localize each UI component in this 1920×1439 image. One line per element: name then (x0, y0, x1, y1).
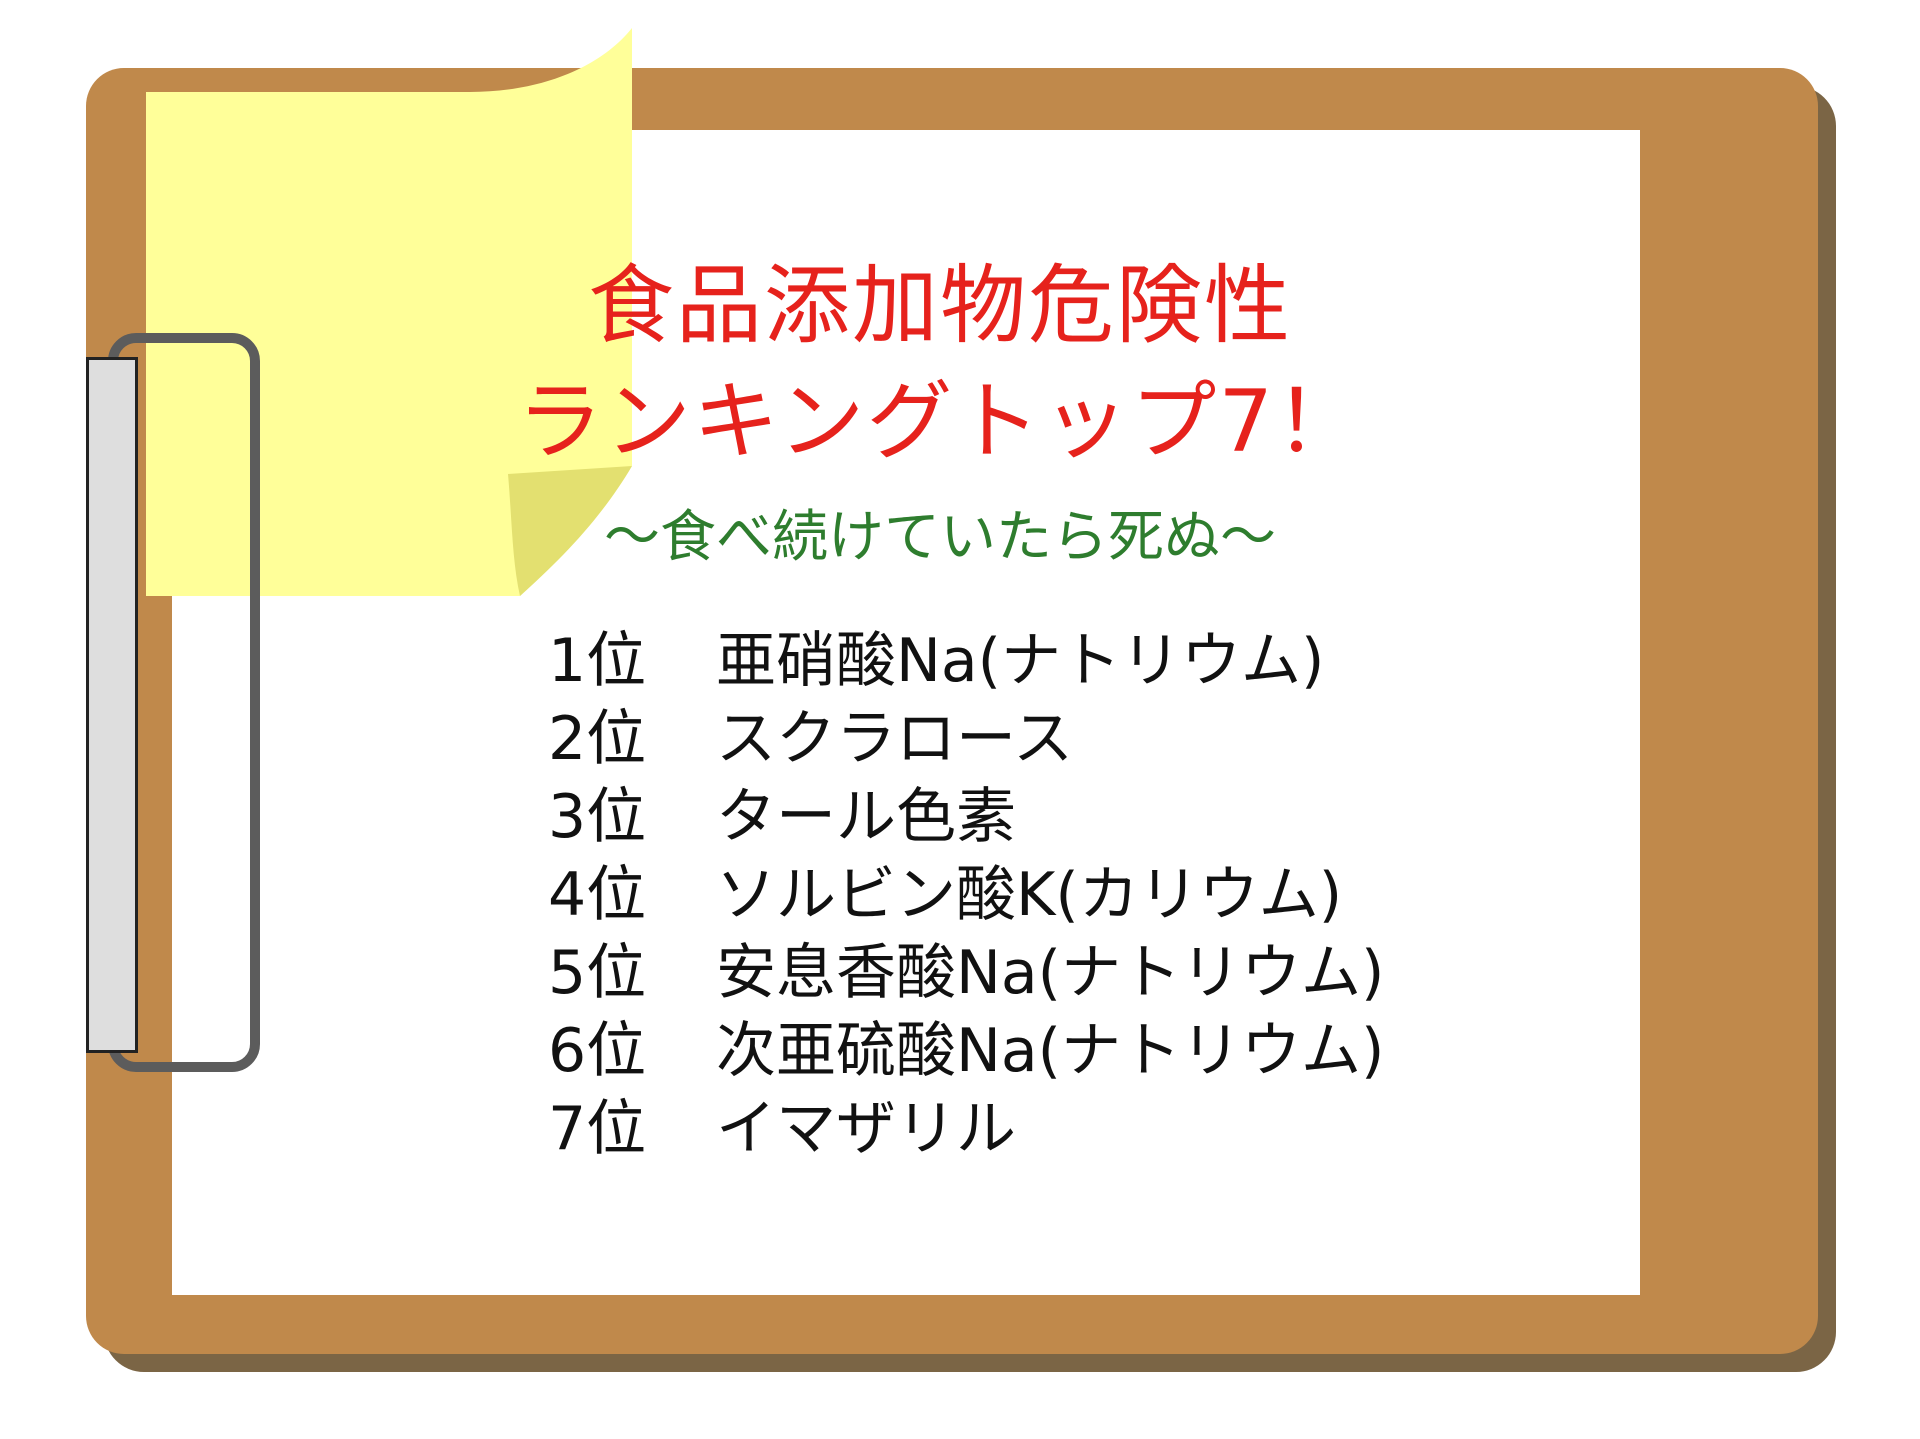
rank-position: 7位 (548, 1094, 647, 1164)
rank-position: 6位 (548, 1016, 647, 1086)
rank-position: 2位 (548, 704, 647, 774)
ranking-item: 7位 イマザリル (548, 1090, 1384, 1168)
additive-name: ソルビン酸K(カリウム) (716, 860, 1343, 930)
ranking-list: 1位 亜硝酸Na(ナトリウム) 2位 スクラロース 3位 タール色素 4位 ソル… (548, 622, 1384, 1168)
title-line-2: ランキングトップ7！ (516, 372, 1364, 472)
additive-name: 安息香酸Na(ナトリウム) (716, 938, 1385, 1008)
additive-name: 次亜硫酸Na(ナトリウム) (716, 1016, 1385, 1086)
title-line-1: 食品添加物危険性 (588, 256, 1292, 356)
ranking-item: 1位 亜硝酸Na(ナトリウム) (548, 622, 1384, 700)
ranking-item: 5位 安息香酸Na(ナトリウム) (548, 934, 1384, 1012)
subtitle: ～食べ続けていたら死ぬ～ (604, 505, 1276, 570)
rank-position: 3位 (548, 782, 647, 852)
ranking-item: 4位 ソルビン酸K(カリウム) (548, 856, 1384, 934)
rank-position: 1位 (548, 626, 647, 696)
additive-name: 亜硝酸Na(ナトリウム) (716, 626, 1325, 696)
clip-bar (86, 357, 138, 1053)
additive-name: タール色素 (716, 782, 1016, 852)
ranking-item: 3位 タール色素 (548, 778, 1384, 856)
page-title: 食品添加物危険性 ランキングトップ7！ (440, 248, 1440, 480)
rank-position: 4位 (548, 860, 647, 930)
additive-name: スクラロース (716, 704, 1073, 774)
additive-name: イマザリル (716, 1094, 1016, 1164)
rank-position: 5位 (548, 938, 647, 1008)
ranking-item: 6位 次亜硫酸Na(ナトリウム) (548, 1012, 1384, 1090)
ranking-item: 2位 スクラロース (548, 700, 1384, 778)
